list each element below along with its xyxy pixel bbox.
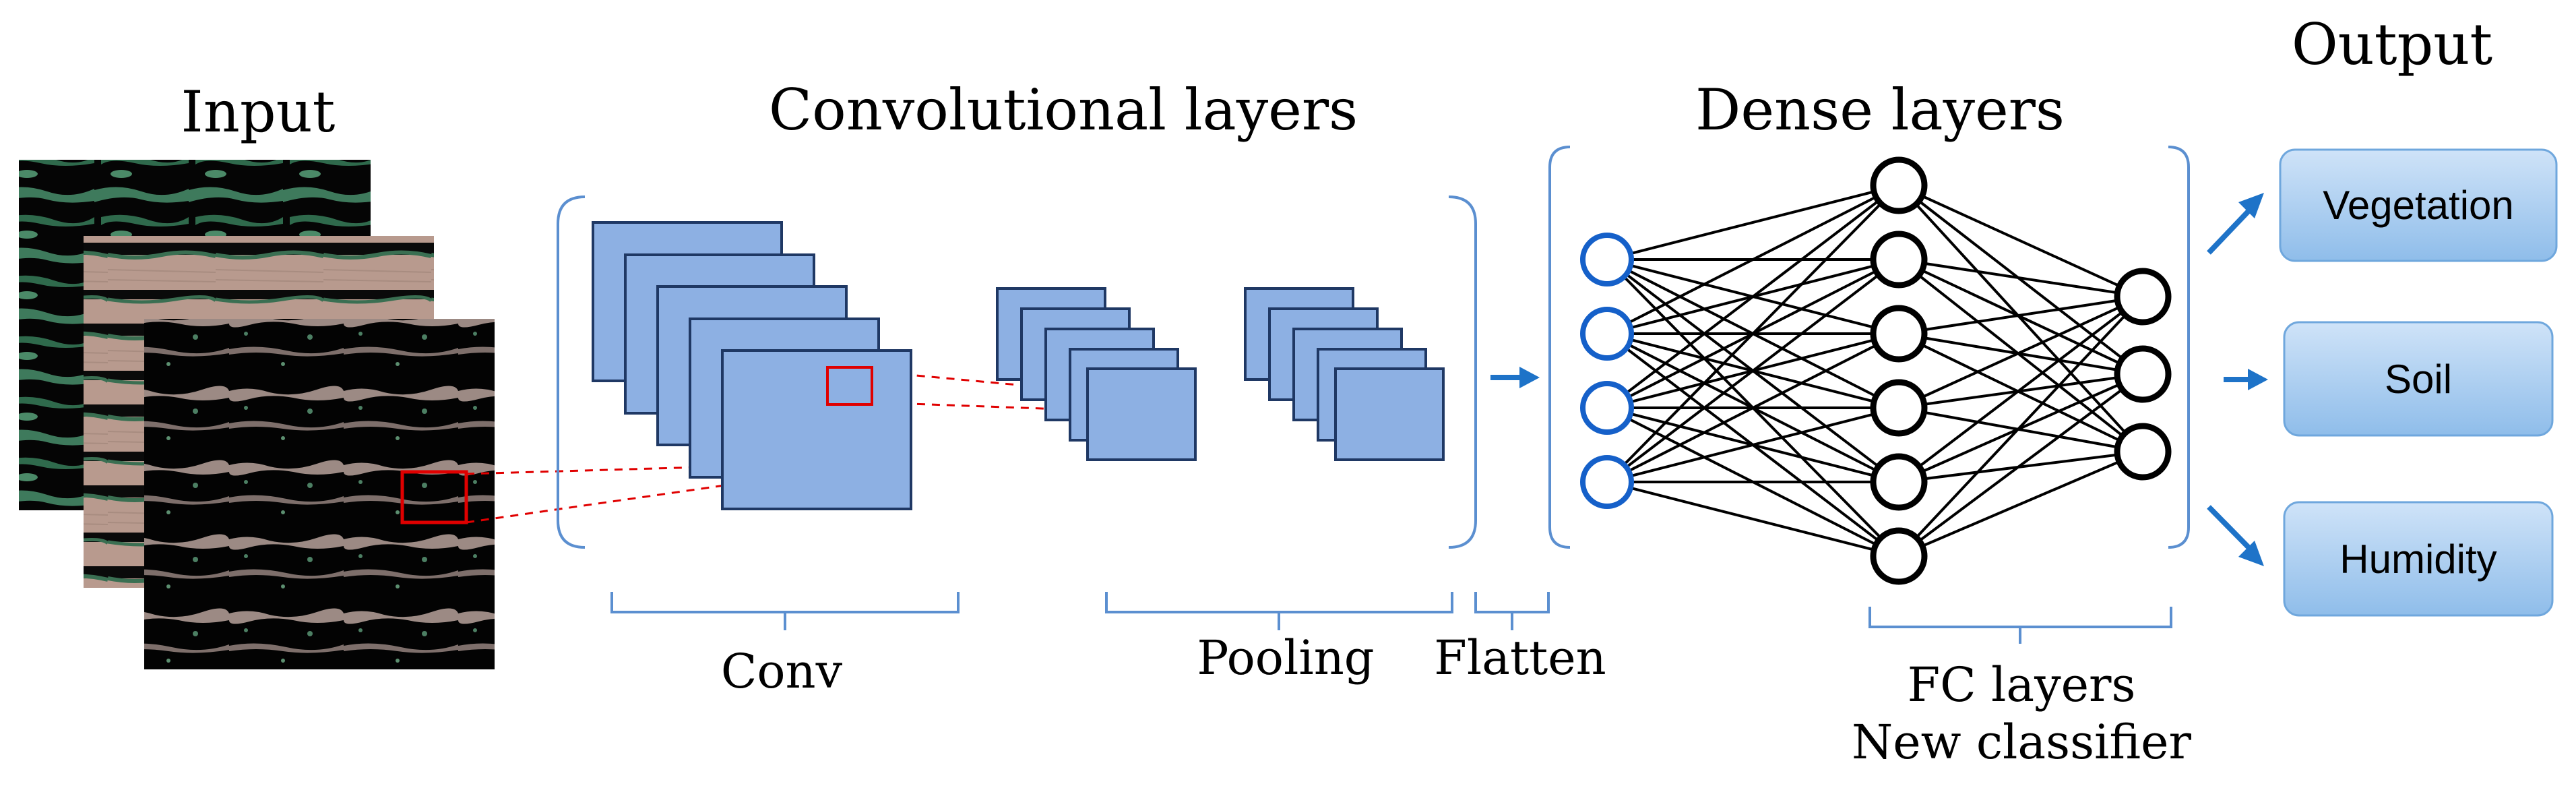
network-connection (1606, 184, 1900, 483)
conv-layers-bracket-left (557, 195, 586, 549)
network-connection (1897, 295, 2144, 483)
convolutional-heading: Convolutional layers (769, 77, 1358, 143)
pooling-brace (1105, 592, 1453, 630)
input-neuron (1580, 233, 1634, 286)
flatten-arrow (1490, 367, 1540, 388)
input-heading: Input (181, 79, 336, 145)
flatten-brace (1474, 592, 1550, 630)
pooling-feature-map (1334, 367, 1445, 461)
hidden-neuron (1870, 527, 1928, 585)
pooling-label: Pooling (1197, 630, 1374, 686)
input-highlight-box (400, 470, 468, 524)
fc-layers-label: FC layers (1908, 657, 2136, 713)
network-connection (1606, 481, 1899, 557)
network-connection (1606, 258, 1900, 483)
hidden-neuron (1870, 305, 1928, 363)
network-connection (1898, 332, 2143, 453)
network-connection (1898, 258, 2143, 375)
network-connection (1898, 184, 2143, 298)
network-connection (1606, 332, 1899, 483)
output-box-soil: Soil (2283, 321, 2554, 437)
input-image-3 (144, 319, 495, 669)
arrow-to-humidity (2207, 505, 2264, 566)
conv-label: Conv (721, 644, 843, 699)
output-neuron (2114, 345, 2172, 403)
new-classifier-label: New classifier (1852, 715, 2192, 770)
network-connection (1897, 373, 2144, 557)
conv-layers-bracket-right (1448, 195, 1477, 549)
arrow-to-vegetation (2207, 193, 2264, 255)
network-connection (1898, 450, 2143, 557)
output-label-soil: Soil (2385, 357, 2452, 402)
pooling-maps-1 (996, 287, 1197, 461)
output-heading: Output (2292, 11, 2493, 78)
output-arrows (2207, 193, 2268, 566)
network-connection (1898, 295, 2143, 409)
dense-layers-bracket-left (1548, 146, 1571, 549)
conv-feature-maps (592, 221, 912, 510)
network-connection (1898, 332, 2143, 375)
hidden-neuron (1870, 231, 1928, 289)
network-connections (1606, 184, 2144, 557)
hidden-neuron (1870, 453, 1928, 511)
network-connection (1606, 184, 1899, 335)
network-connection (1606, 184, 1899, 261)
conv-kernel-highlight (826, 366, 873, 406)
output-box-humidity: Humidity (2283, 501, 2554, 617)
network-connection (1898, 295, 2143, 335)
network-connection (1897, 258, 2144, 453)
network-connection (1606, 184, 1900, 409)
network-connection (1606, 406, 1899, 483)
output-box-vegetation: Vegetation (2279, 148, 2558, 262)
input-image-stack (19, 160, 495, 669)
arrow-to-soil (2224, 369, 2268, 390)
dense-layers-bracket-right (2168, 146, 2190, 549)
network-connection (1898, 406, 2143, 453)
network-connection (1898, 450, 2143, 483)
hidden-neuron (1870, 156, 1928, 214)
conv-brace (610, 592, 960, 630)
hidden-neuron (1870, 379, 1928, 437)
network-connection (1898, 258, 2143, 298)
output-label-vegetation: Vegetation (2323, 183, 2514, 228)
input-neuron (1580, 455, 1634, 509)
flatten-label: Flatten (1434, 630, 1606, 686)
pooling-maps-2 (1244, 287, 1445, 461)
output-label-humidity: Humidity (2339, 537, 2496, 582)
network-connection (1897, 184, 2144, 375)
output-neuron (2114, 423, 2172, 481)
conv-feature-map (721, 349, 912, 510)
pooling-feature-map (1086, 367, 1197, 461)
output-neuron (2114, 268, 2172, 326)
network-connection (1897, 184, 2144, 453)
fc-brace (1868, 607, 2172, 644)
input-neuron (1580, 307, 1634, 361)
input-neuron (1580, 381, 1634, 435)
network-nodes (1580, 156, 2172, 585)
network-connection (1897, 295, 2144, 557)
dense-heading: Dense layers (1695, 77, 2065, 143)
